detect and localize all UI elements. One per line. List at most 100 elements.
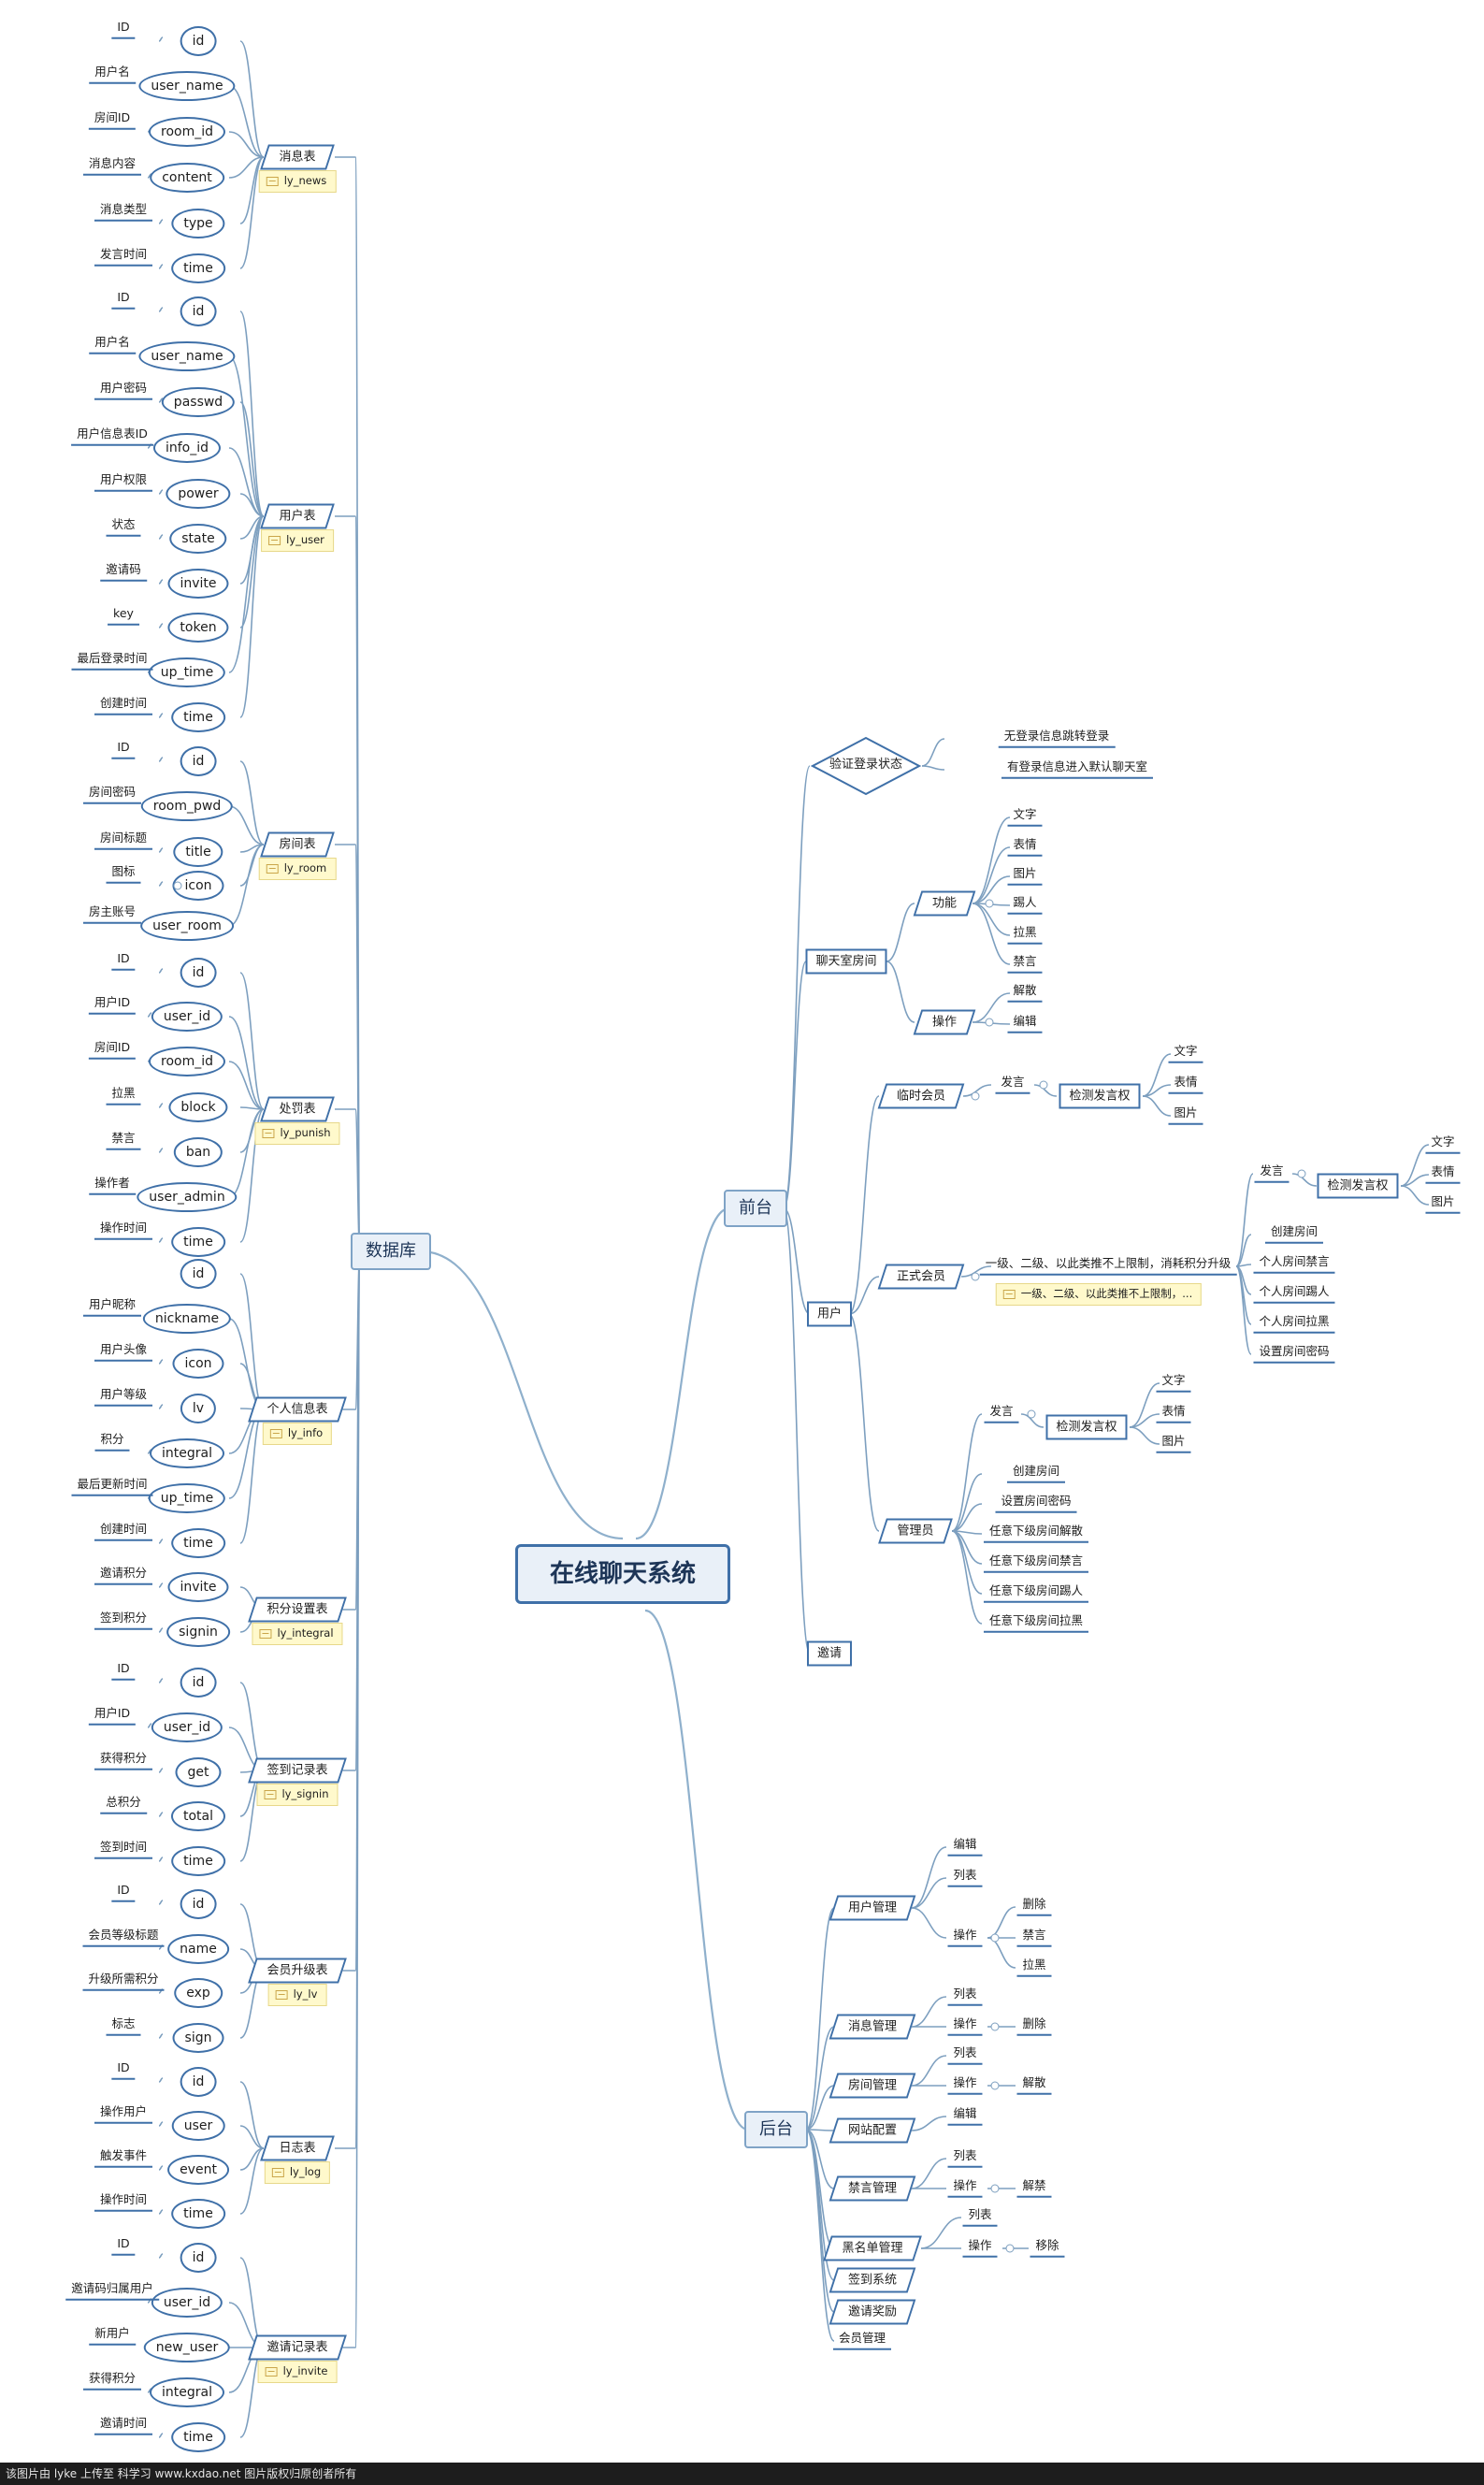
collapse-toggle-icon[interactable] (173, 881, 182, 890)
backend-member_mgmt[interactable]: 会员管理 (832, 2332, 892, 2350)
verify-login-decision[interactable]: 验证登录状态 (811, 736, 921, 796)
table-node[interactable]: 房间表 (260, 831, 335, 858)
backend-invite_reward[interactable]: 邀请奖励 (828, 2299, 916, 2325)
field-node[interactable]: time (171, 2422, 225, 2452)
field-node[interactable]: user_id (151, 2288, 223, 2318)
field-node[interactable]: time (171, 702, 225, 732)
backend-site_config[interactable]: 网站配置 (828, 2117, 916, 2144)
formal-member-node[interactable]: 正式会员 (877, 1264, 965, 1290)
field-node[interactable]: integral (150, 2377, 224, 2407)
backend-blacklist_mgmt[interactable]: 黑名单管理 (823, 2235, 922, 2261)
field-node[interactable]: icon (172, 1349, 224, 1379)
field-node[interactable]: id (180, 26, 217, 56)
field-node[interactable]: id (180, 2243, 217, 2273)
field-node[interactable]: up_time (148, 657, 226, 687)
field-node[interactable]: nickname (142, 1304, 232, 1334)
formal-check-speak[interactable]: 检测发言权 (1317, 1173, 1399, 1199)
branch-database[interactable]: 数据库 (351, 1233, 431, 1270)
table-node[interactable]: 个人信息表 (248, 1396, 347, 1423)
table-node[interactable]: 日志表 (260, 2135, 335, 2161)
temp-check-speak[interactable]: 检测发言权 (1059, 1083, 1141, 1109)
collapse-toggle-icon[interactable] (985, 899, 994, 908)
field-node[interactable]: passwd (161, 387, 236, 417)
admin-node[interactable]: 管理员 (878, 1518, 953, 1544)
collapse-toggle-icon[interactable] (1005, 2244, 1015, 2253)
backend-msg_mgmt[interactable]: 消息管理 (828, 2014, 916, 2040)
field-node[interactable]: event (167, 2155, 229, 2185)
field-node[interactable]: title (173, 837, 223, 867)
field-node[interactable]: id (180, 958, 217, 988)
branch-backend[interactable]: 后台 (744, 2111, 808, 2148)
field-node[interactable]: icon (172, 871, 224, 901)
field-node[interactable]: time (171, 2199, 225, 2229)
backend-signin_system[interactable]: 签到系统 (828, 2267, 916, 2293)
table-node[interactable]: 签到记录表 (248, 1757, 347, 1784)
collapse-toggle-icon[interactable] (971, 1091, 980, 1101)
field-node[interactable]: time (171, 1528, 225, 1558)
field-node[interactable]: room_pwd (140, 791, 234, 821)
backend-ban_mgmt[interactable]: 禁言管理 (828, 2175, 916, 2202)
field-node[interactable]: info_id (152, 433, 222, 463)
field-node[interactable]: sign (172, 2023, 224, 2053)
field-node[interactable]: user (171, 2111, 225, 2141)
branch-frontend[interactable]: 前台 (724, 1190, 787, 1227)
field-node[interactable]: id (180, 746, 217, 776)
collapse-toggle-icon[interactable] (985, 1018, 994, 1027)
field-node[interactable]: name (167, 1934, 229, 1964)
field-node[interactable]: room_id (149, 1047, 225, 1076)
field-node[interactable]: id (180, 1259, 217, 1289)
field-node[interactable]: power (166, 479, 231, 509)
backend-user_mgmt[interactable]: 用户管理 (828, 1895, 916, 1921)
collapse-toggle-icon[interactable] (1297, 1169, 1306, 1178)
table-node[interactable]: 邀请记录表 (248, 2334, 347, 2361)
root-topic[interactable]: 在线聊天系统 (514, 1544, 731, 1604)
collapse-toggle-icon[interactable] (1039, 1080, 1048, 1090)
field-node[interactable]: id (180, 1889, 217, 1919)
field-node[interactable]: total (170, 1801, 226, 1831)
field-node[interactable]: get (175, 1757, 222, 1787)
field-node[interactable]: id (180, 1668, 217, 1698)
collapse-toggle-icon[interactable] (990, 2022, 1000, 2031)
temp-member-node[interactable]: 临时会员 (877, 1083, 965, 1109)
collapse-toggle-icon[interactable] (971, 1272, 980, 1281)
admin-check-speak[interactable]: 检测发言权 (1045, 1414, 1128, 1440)
field-node[interactable]: integral (150, 1438, 224, 1468)
field-node[interactable]: time (171, 1846, 225, 1876)
field-node[interactable]: user_id (151, 1712, 223, 1742)
backend-room_mgmt[interactable]: 房间管理 (828, 2073, 916, 2099)
table-node[interactable]: 用户表 (260, 503, 335, 529)
user-node[interactable]: 用户 (806, 1301, 853, 1327)
field-node[interactable]: exp (174, 1978, 223, 2008)
field-node[interactable]: user_room (140, 911, 234, 941)
field-node[interactable]: user_admin (137, 1182, 238, 1212)
field-node[interactable]: new_user (143, 2333, 231, 2362)
field-node[interactable]: content (150, 163, 224, 193)
table-node[interactable]: 会员升级表 (248, 1958, 347, 1984)
table-node[interactable]: 消息表 (260, 144, 335, 170)
field-node[interactable]: lv (180, 1394, 217, 1423)
collapse-toggle-icon[interactable] (990, 1933, 1000, 1943)
field-node[interactable]: user_name (138, 71, 236, 101)
field-node[interactable]: room_id (149, 117, 225, 147)
field-node[interactable]: up_time (148, 1483, 226, 1513)
field-node[interactable]: state (169, 524, 227, 554)
collapse-toggle-icon[interactable] (990, 2184, 1000, 2193)
field-node[interactable]: signin (166, 1617, 230, 1647)
field-node[interactable]: invite (167, 569, 229, 599)
field-node[interactable]: type (171, 209, 225, 238)
collapse-toggle-icon[interactable] (990, 2081, 1000, 2090)
operation-node[interactable]: 操作 (913, 1009, 976, 1035)
collapse-toggle-icon[interactable] (1027, 1409, 1036, 1419)
invite-node[interactable]: 邀请 (806, 1640, 853, 1667)
field-node[interactable]: ban (173, 1137, 223, 1167)
table-node[interactable]: 处罚表 (260, 1096, 335, 1122)
field-node[interactable]: id (180, 296, 217, 326)
field-node[interactable]: user_id (151, 1002, 223, 1032)
field-node[interactable]: block (168, 1092, 228, 1122)
chatroom-node[interactable]: 聊天室房间 (805, 948, 887, 975)
field-node[interactable]: token (167, 613, 229, 643)
function-node[interactable]: 功能 (913, 890, 976, 917)
field-node[interactable]: user_name (138, 341, 236, 371)
field-node[interactable]: id (180, 2067, 217, 2097)
table-node[interactable]: 积分设置表 (248, 1596, 347, 1623)
